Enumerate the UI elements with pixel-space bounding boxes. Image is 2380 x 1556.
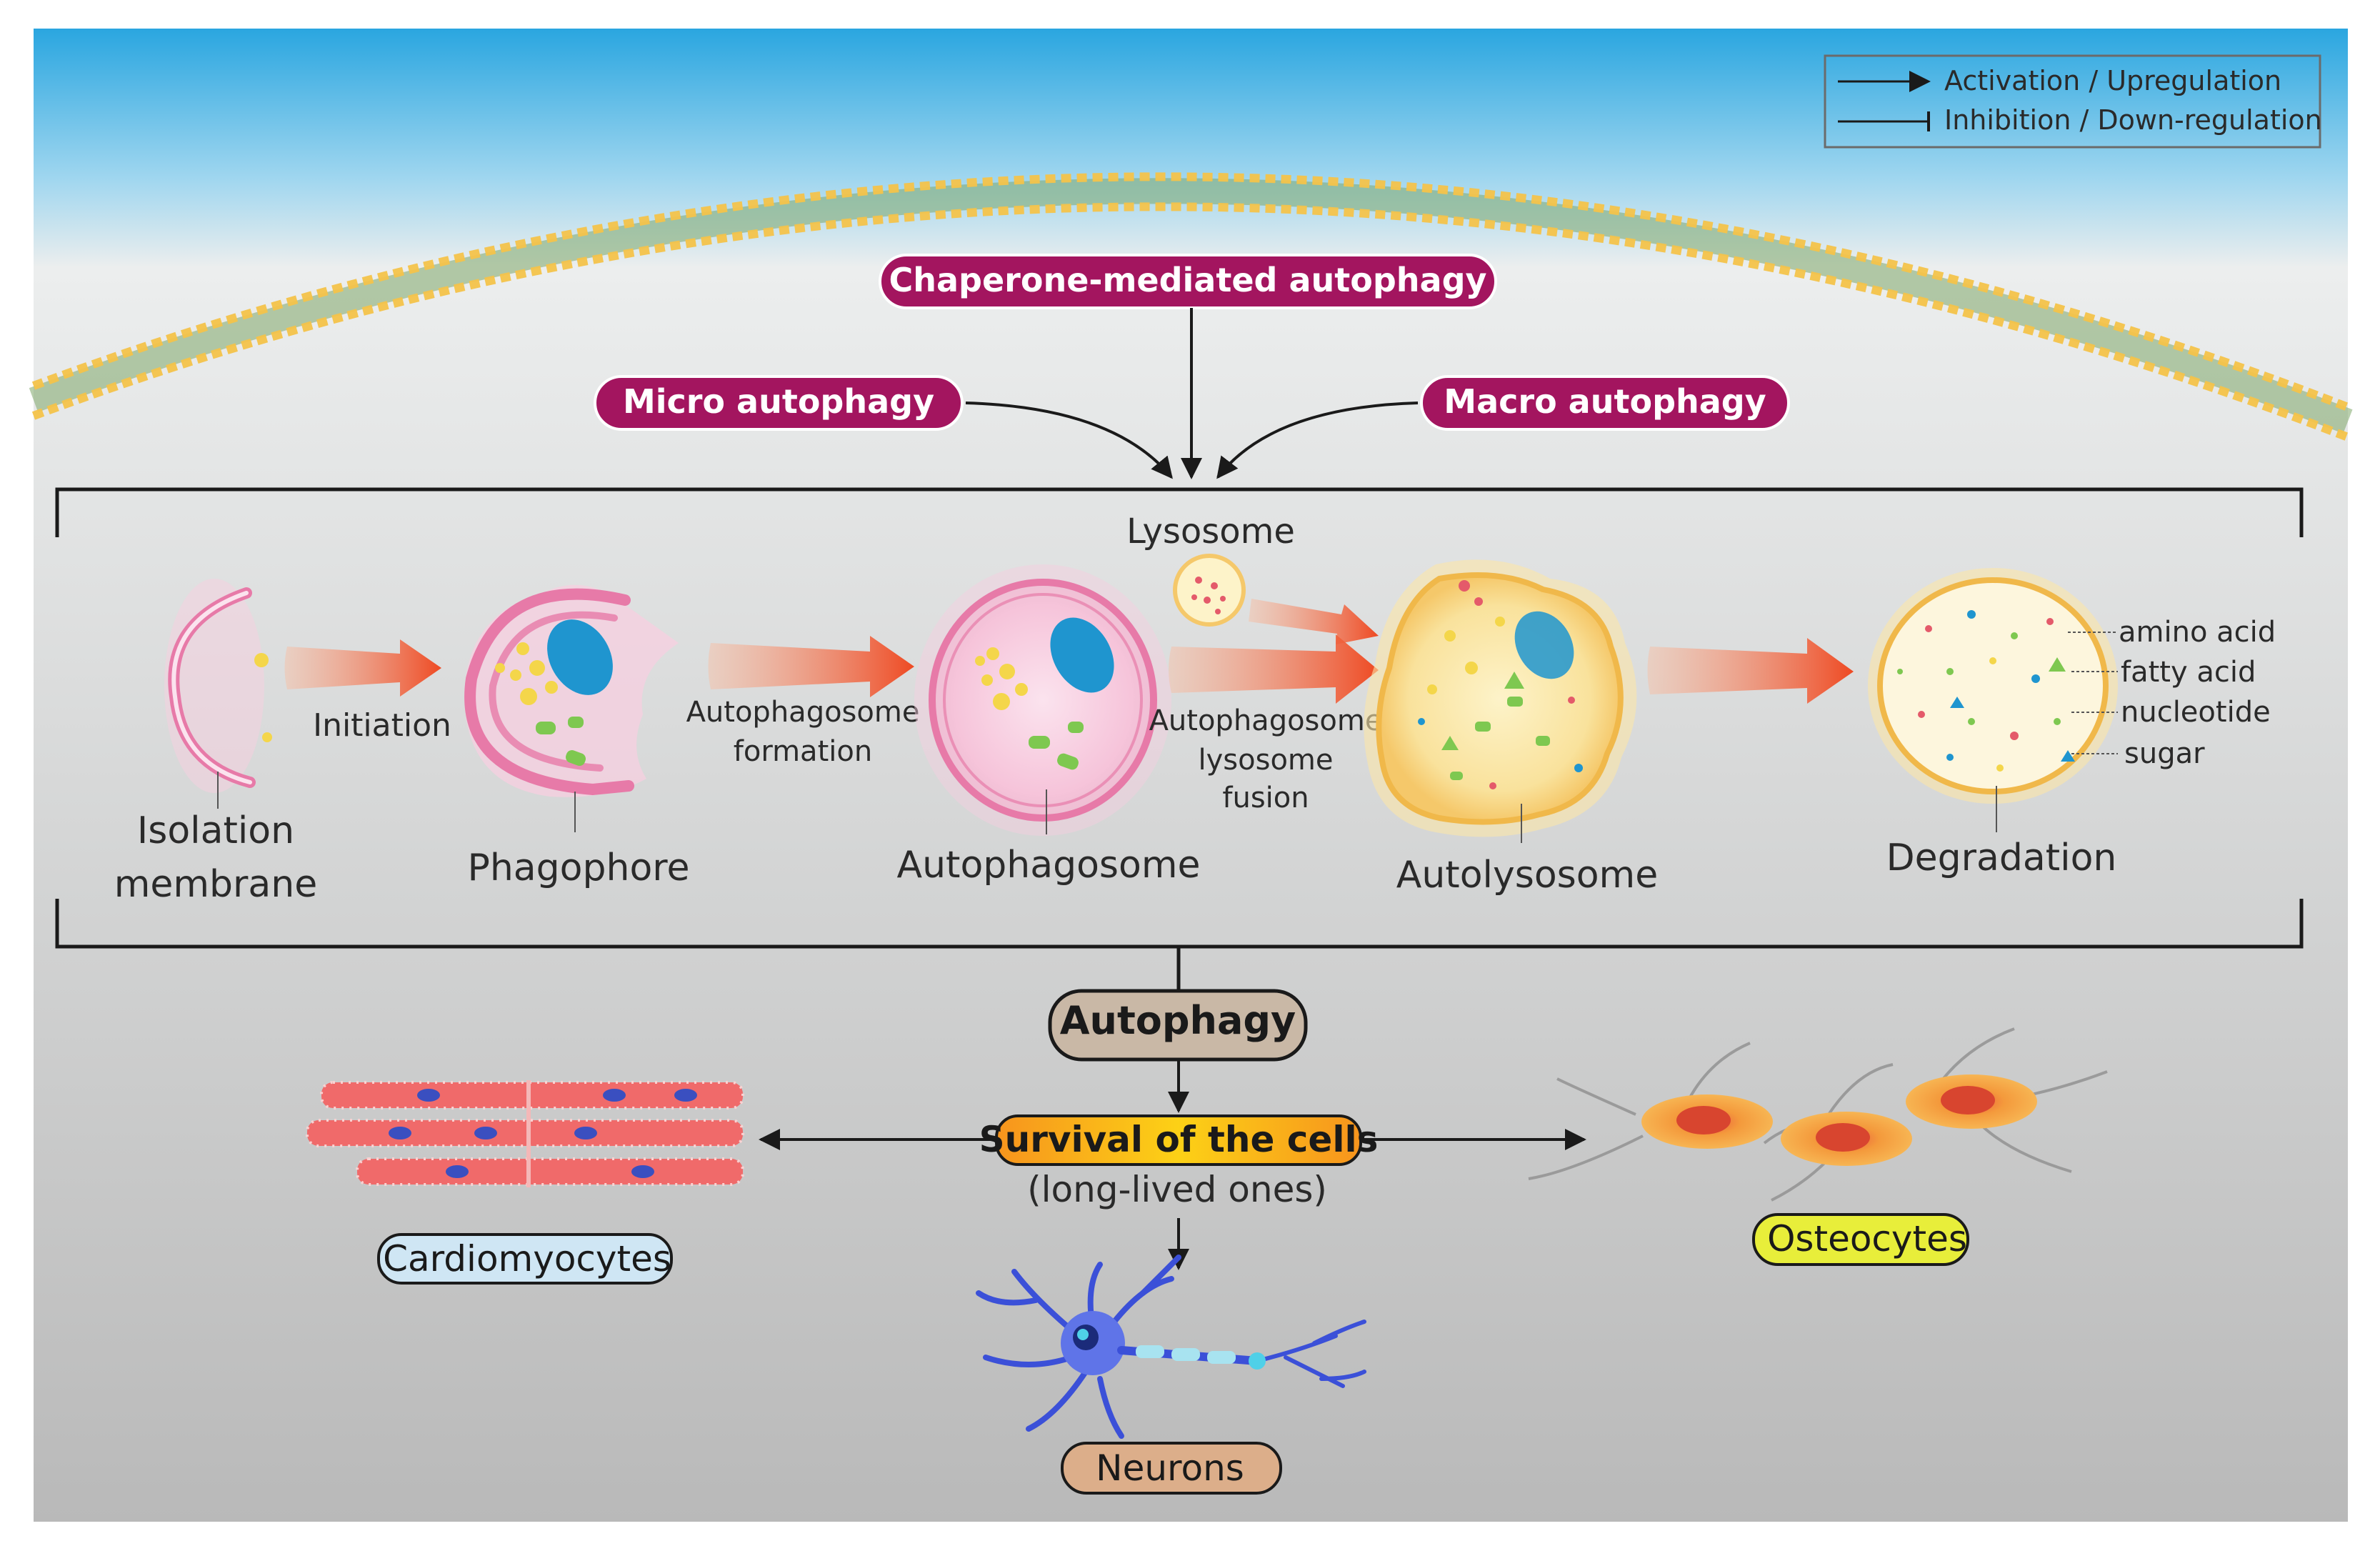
formation-label-2: formation [734,735,872,768]
neurons-pill: Neurons [1061,1442,1282,1495]
cardiomyocytes-pill: Cardiomyocytes [377,1233,673,1285]
lysosome-label: Lysosome [1126,512,1295,552]
macro-label: Macro autophagy [1444,382,1766,421]
arrow-micro-curve [965,402,1173,479]
cell-membrane [29,172,2353,442]
autolysosome-shape [1364,559,1637,837]
survival-label: Survival of the cells [979,1119,1379,1160]
survival-pill: Survival of the cells [979,1114,1379,1166]
degradation-label: Degradation [1886,837,2117,879]
legend: Activation / Upregulation Inhibition / D… [1824,54,2322,149]
osteocytes-label: Osteocytes [1767,1218,1967,1260]
degradation-shape [1868,568,2118,804]
fusion-label-3: fusion [1222,782,1309,814]
product-amino-acid: amino acid [2119,616,2276,649]
isolation-label-1: Isolation [137,809,294,852]
neurons-label: Neurons [1096,1447,1244,1489]
arrow-formation [708,636,914,697]
pill-chaperone: Chaperone-mediated autophagy [879,254,1497,309]
neuron-illustration [976,1255,1366,1439]
chaperone-label: Chaperone-mediated autophagy [889,261,1486,299]
isolation-membrane-shape [164,579,272,793]
autophagosome-label: Autophagosome [897,844,1201,887]
cardiomyocytes-illustration [306,1080,744,1187]
autophagy-label: Autophagy [1060,998,1296,1043]
initiation-label: Initiation [313,707,451,744]
product-pointers [2068,632,2118,754]
arrow-macro-curve [1216,402,1419,479]
arrow-fusion [1169,634,1379,704]
process-bracket-top [55,487,2304,537]
autophagosome-shape [914,564,1171,836]
product-nucleotide: nucleotide [2121,696,2271,729]
autophagy-pill: Autophagy [1048,989,1308,1062]
pill-micro: Micro autophagy [594,375,964,431]
autolysosome-label: Autolysosome [1396,854,1658,897]
phagophore-shape [464,584,679,797]
fusion-label-1: Autophagosome [1149,704,1383,737]
phagophore-label: Phagophore [467,847,689,889]
arrow-lysosome [1249,599,1379,644]
osteocytes-pill: Osteocytes [1752,1213,1969,1266]
fusion-label-2: lysosome [1199,744,1334,777]
product-fatty-acid: fatty acid [2121,656,2256,689]
legend-inhibition: Inhibition / Down-regulation [1944,104,2322,136]
legend-activation: Activation / Upregulation [1944,65,2281,96]
arrow-degradation [1647,638,1854,704]
isolation-label-2: membrane [114,863,318,906]
legend-box [1824,54,2321,149]
arrow-initiation [284,639,441,697]
pill-macro: Macro autophagy [1420,375,1790,431]
lysosome-shape [1173,554,1246,627]
osteocytes-illustration [1528,1027,2108,1202]
survival-sub-label: (long-lived ones) [1027,1169,1327,1210]
micro-label: Micro autophagy [623,382,934,421]
formation-label-1: Autophagosome [686,696,920,729]
cardiomyocytes-label: Cardiomyocytes [383,1238,671,1280]
product-sugar: sugar [2124,737,2205,770]
